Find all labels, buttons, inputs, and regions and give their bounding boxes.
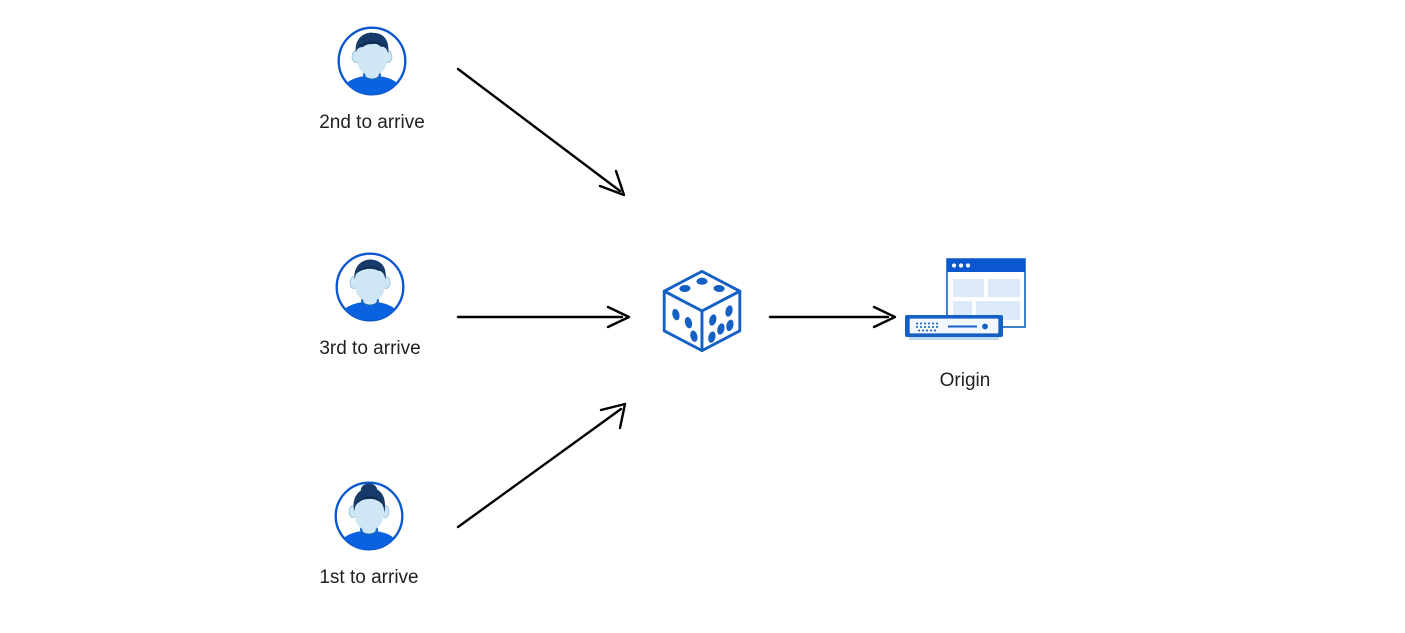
user-avatar-icon xyxy=(337,26,407,96)
user-avatar-icon xyxy=(334,481,404,551)
node-client-1st[interactable]: 1st to arrive xyxy=(269,479,469,591)
arrow-2nd-to-dice xyxy=(456,67,626,197)
node-label-client-1st: 1st to arrive xyxy=(319,567,419,588)
arrow-dice-to-origin xyxy=(768,305,897,329)
node-client-3rd[interactable]: 3rd to arrive xyxy=(270,250,470,362)
dice-icon xyxy=(662,269,742,353)
user-avatar-icon xyxy=(335,252,405,322)
arrow-3rd-to-dice xyxy=(456,305,631,329)
arrow-1st-to-dice xyxy=(456,402,627,529)
server-device-icon xyxy=(905,315,1003,340)
node-client-2nd[interactable]: 2nd to arrive xyxy=(272,24,472,136)
node-label-client-3rd: 3rd to arrive xyxy=(319,338,421,359)
node-label-client-2nd: 2nd to arrive xyxy=(319,112,425,133)
node-origin[interactable]: Origin xyxy=(880,254,1050,394)
node-randomizer[interactable] xyxy=(657,266,747,356)
server-browser-icon xyxy=(905,258,1026,340)
node-label-origin: Origin xyxy=(939,370,991,391)
